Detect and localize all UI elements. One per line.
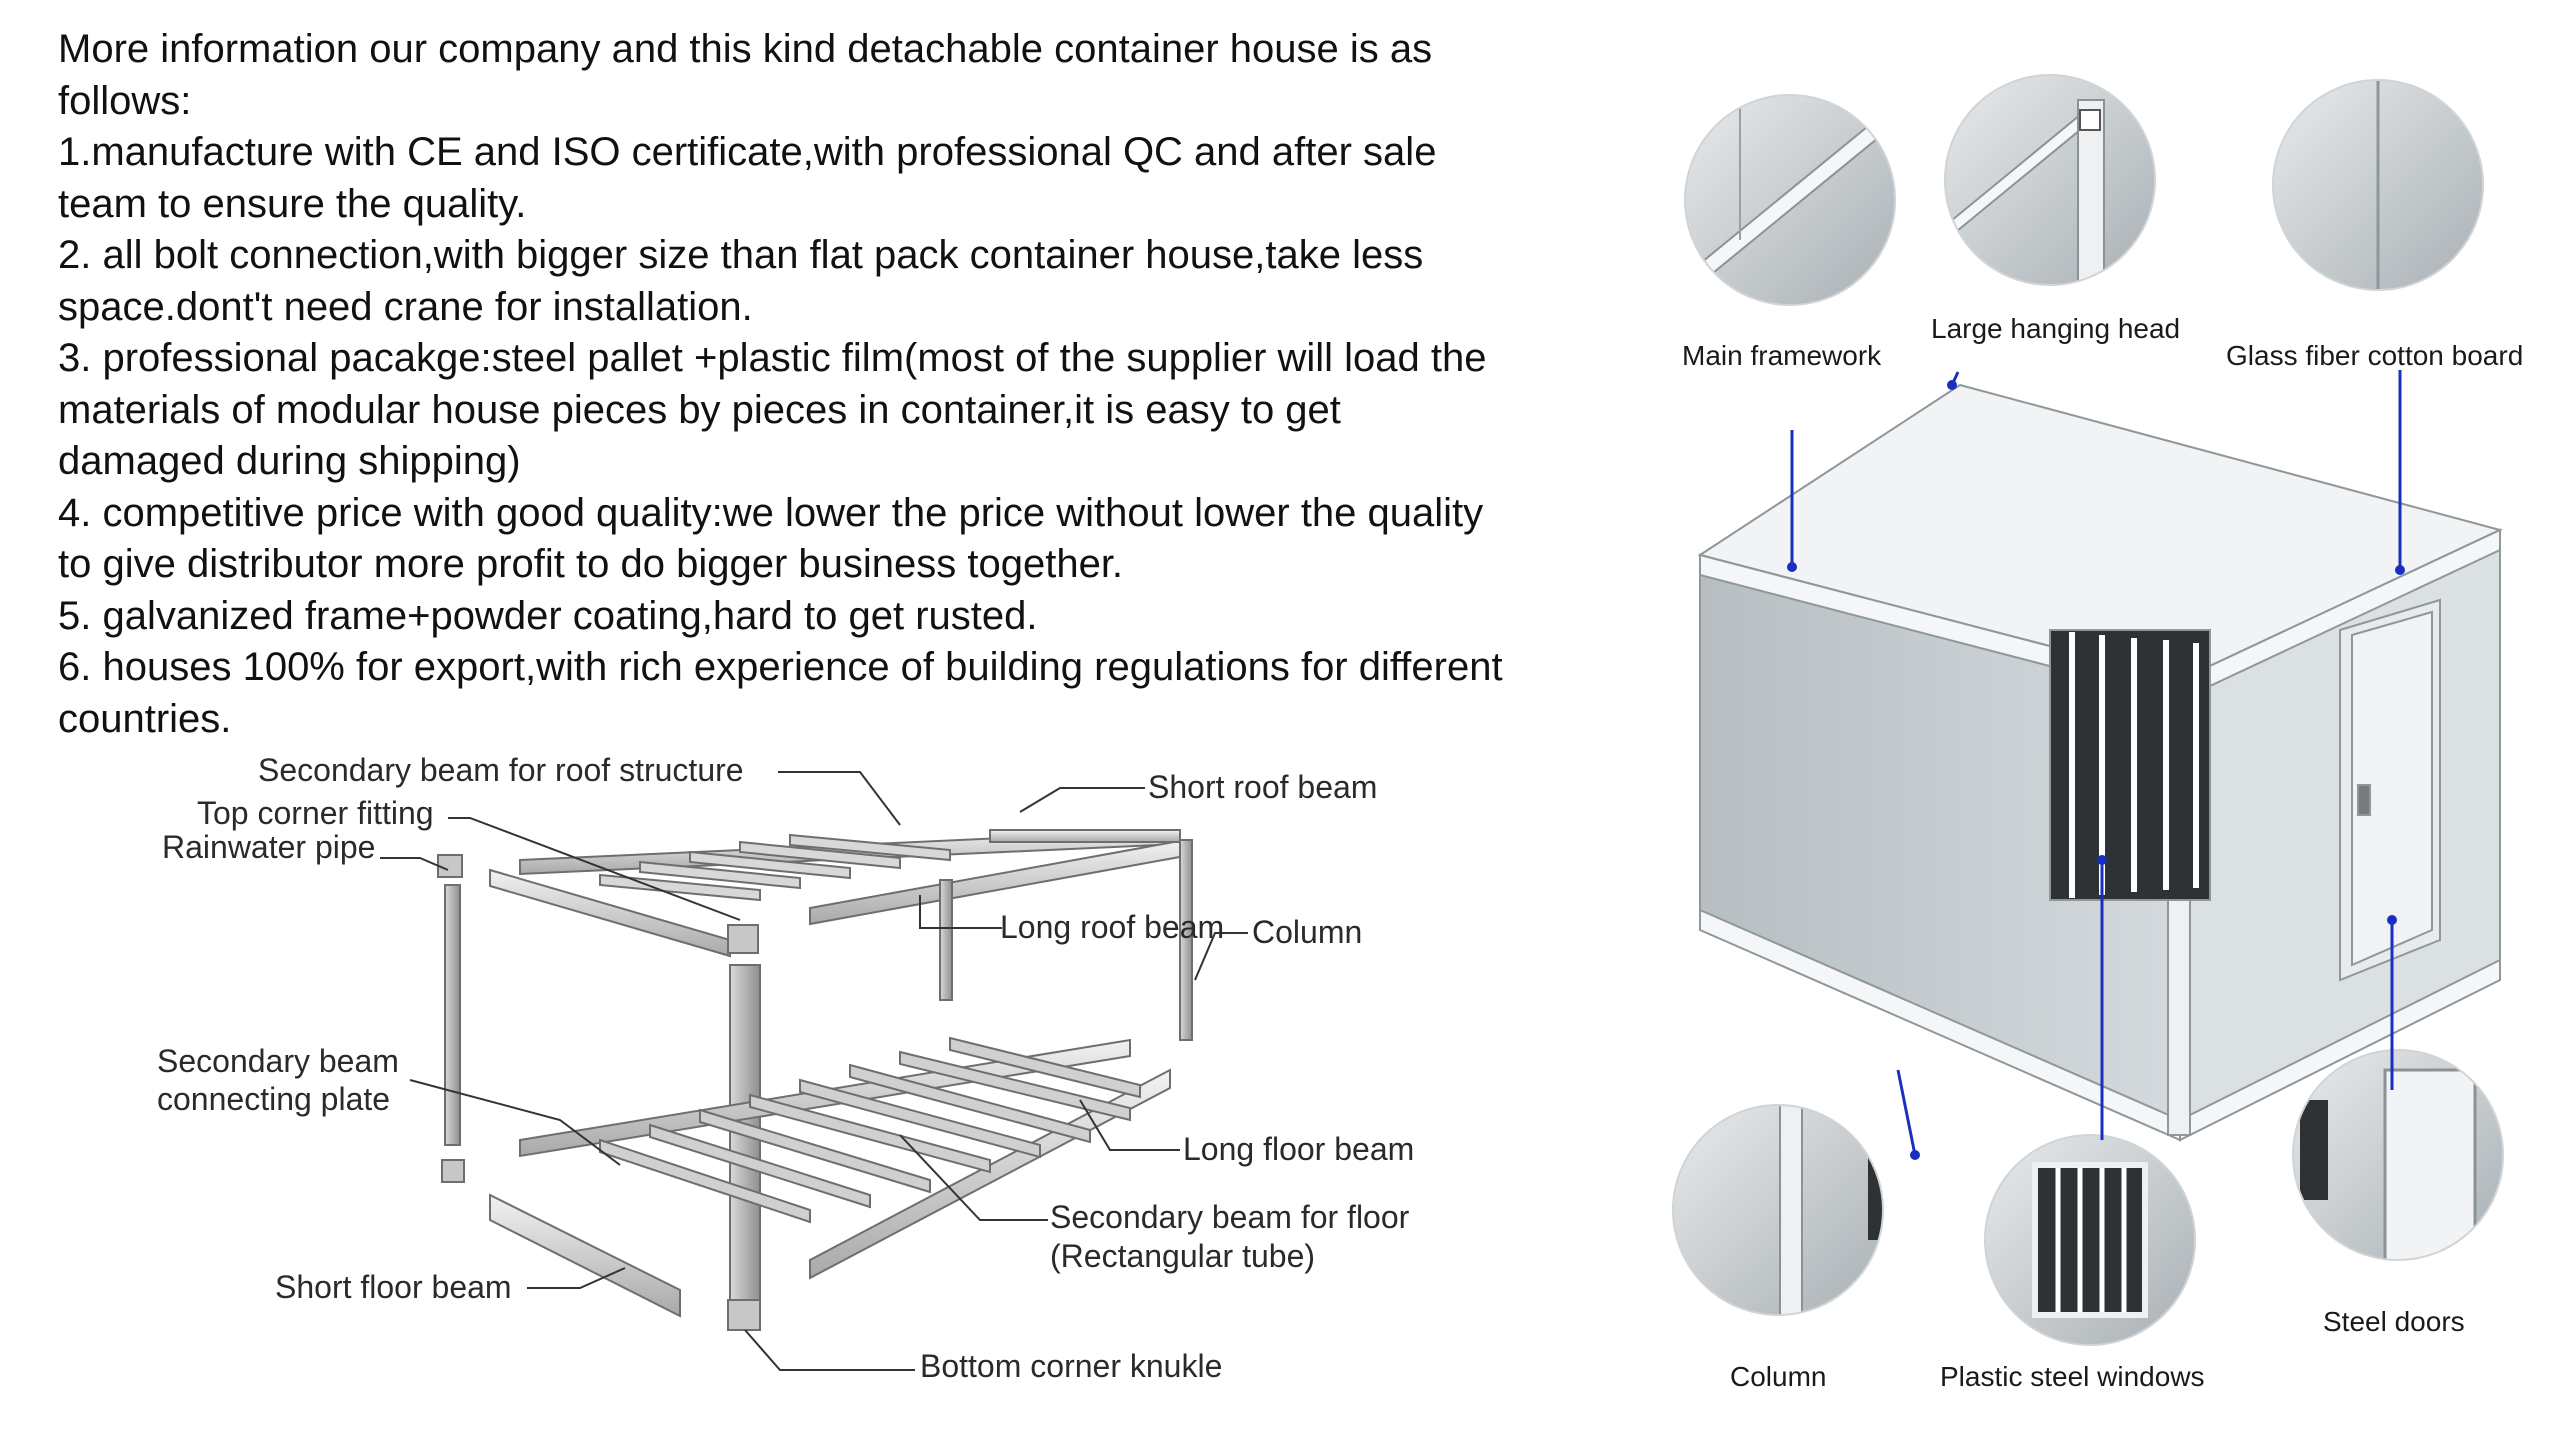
label-bottom-corner: Bottom corner knukle <box>920 1348 1223 1384</box>
label-sec-plate-2: connecting plate <box>157 1081 391 1117</box>
column-right <box>1179 839 1193 1041</box>
label-steel-doors: Steel doors <box>2323 1306 2465 1337</box>
intro-line: team to ensure the quality. <box>58 181 527 226</box>
intro-line: 3. professional pacakge:steel pallet +pl… <box>58 336 1487 380</box>
structure-diagram: Secondary beam for roof structure Short … <box>0 740 1620 1440</box>
glass-fiber-detail <box>2273 80 2483 290</box>
label-rain-pipe: Rainwater pipe <box>162 829 376 865</box>
intro-line: 5. galvanized frame+powder coating,hard … <box>58 593 1038 638</box>
long-floor-beam <box>809 1068 1171 1280</box>
label-short-roof: Short roof beam <box>1148 769 1378 805</box>
window-detail <box>1985 1135 2195 1345</box>
label-top-corner: Top corner fitting <box>197 795 434 831</box>
structure-drawing <box>380 771 1248 1371</box>
intro-line: countries. <box>58 696 232 741</box>
column-back <box>939 879 953 1001</box>
house-photo-panel: Main framework Large hanging head Glass … <box>1640 40 2560 1440</box>
intro-text: More information our company and this ki… <box>58 24 1638 745</box>
column-left <box>444 884 461 1146</box>
intro-line: follows: <box>58 78 192 123</box>
intro-line: 4. competitive price with good quality:w… <box>58 490 1484 535</box>
container-house <box>1697 383 2503 1142</box>
intro-line: damaged during shipping) <box>58 439 521 483</box>
label-sec-plate-1: Secondary beam <box>157 1043 399 1079</box>
bottom-corner-left <box>441 1159 465 1183</box>
label-secondary-roof: Secondary beam for roof structure <box>258 752 744 788</box>
label-long-roof: Long roof beam <box>1000 909 1225 945</box>
label-short-floor: Short floor beam <box>275 1269 512 1305</box>
intro-line: 6. houses 100% for export,with rich expe… <box>58 645 1503 689</box>
intro-line: space.dont't need crane for installation… <box>58 284 753 329</box>
steel-door-detail <box>2293 1050 2503 1260</box>
intro-line: 2. all bolt connection,with bigger size … <box>58 233 1424 277</box>
intro-line: materials of modular house pieces by pie… <box>58 387 1341 432</box>
intro-line: More information our company and this ki… <box>58 27 1433 71</box>
label-glass-fiber: Glass fiber cotton board <box>2226 340 2524 371</box>
intro-line: to give distributor more profit to do bi… <box>58 542 1124 586</box>
short-roof-beam-left <box>489 868 731 958</box>
main-framework-detail <box>1685 95 1895 305</box>
label-long-floor: Long floor beam <box>1183 1131 1415 1167</box>
short-roof-beam <box>989 829 1181 843</box>
label-sec-floor-1: Secondary beam for floor <box>1050 1199 1410 1235</box>
label-windows: Plastic steel windows <box>1940 1361 2205 1392</box>
label-main-framework: Main framework <box>1682 340 1882 371</box>
label-column: Column <box>1252 914 1363 950</box>
house-illustration <box>1672 74 2504 1346</box>
top-corner-fitting <box>437 854 463 878</box>
bottom-corner-knuckle <box>727 1299 761 1331</box>
label-hanging-head: Large hanging head <box>1931 313 2181 344</box>
column-detail <box>1673 1105 1883 1315</box>
short-floor-beam <box>489 1193 681 1318</box>
label-sec-floor-2: (Rectangular tube) <box>1050 1238 1316 1274</box>
top-corner-fitting-front <box>727 924 759 954</box>
label-column-photo: Column <box>1730 1361 1827 1392</box>
hanging-head-detail <box>1945 75 2155 285</box>
intro-line: 1.manufacture with CE and ISO certificat… <box>58 130 1437 174</box>
